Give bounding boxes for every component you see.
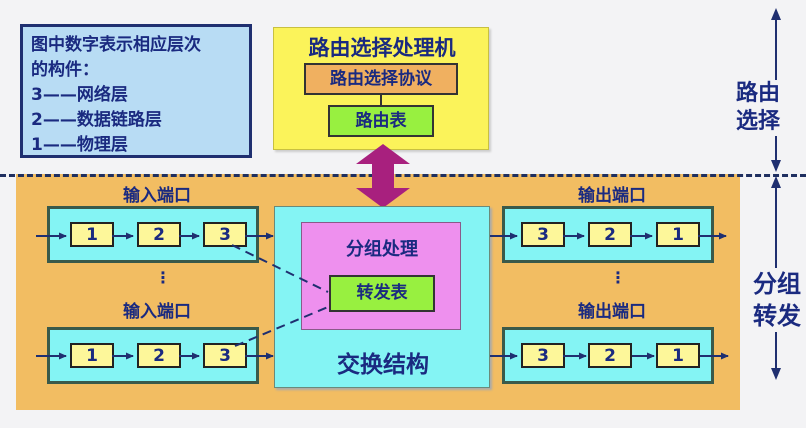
routing-protocol-box: 路由选择协议 (304, 63, 458, 95)
layer-cell: 2 (137, 222, 181, 247)
output-port-label: 输出端口 (578, 186, 646, 206)
layer-cell: 1 (656, 222, 700, 247)
arrow-head (771, 176, 781, 188)
forwarding-side-label: 分组 转发 (748, 268, 806, 332)
ellipsis: ⋮ (610, 268, 626, 287)
arrow-head (771, 8, 781, 20)
routing-processor: 路由选择处理机 路由选择协议 路由表 (273, 27, 489, 150)
side-label-line: 分组 (753, 270, 801, 298)
connector-line (380, 95, 382, 105)
lookup-dashed-line (231, 244, 329, 293)
output-port: 3 2 1 (502, 206, 714, 263)
input-port: 1 2 3 (47, 206, 259, 263)
output-port-label: 输出端口 (578, 302, 646, 322)
legend-line: 的构件： (31, 60, 99, 80)
layer-cell: 2 (588, 343, 632, 368)
switch-fabric: 分组处理 转发表 交换结构 (274, 206, 490, 388)
divider-dashed-line (0, 174, 806, 177)
side-label-line: 选择 (735, 109, 780, 134)
layer-cell: 1 (70, 343, 114, 368)
legend-line: 2——数据链路层 (31, 110, 162, 130)
layer-cell: 1 (656, 343, 700, 368)
legend-box: 图中数字表示相应层次 的构件： 3——网络层 2——数据链路层 1——物理层 (20, 24, 252, 158)
switch-fabric-title: 交换结构 (337, 352, 429, 378)
packet-processing-box: 分组处理 转发表 (301, 222, 461, 330)
input-port: 1 2 3 (47, 327, 259, 384)
arrow-head (771, 368, 781, 380)
routing-processor-title: 路由选择处理机 (308, 36, 456, 60)
forwarding-table-box: 转发表 (329, 275, 435, 312)
packet-processing-label: 分组处理 (346, 239, 418, 260)
legend-line: 图中数字表示相应层次 (31, 35, 201, 55)
side-label-line: 转发 (753, 302, 801, 330)
legend-line: 3——网络层 (31, 85, 128, 105)
layer-cell: 1 (70, 222, 114, 247)
input-port-label: 输入端口 (123, 302, 191, 322)
bidirectional-arrow-icon (356, 144, 410, 208)
legend-line: 1——物理层 (31, 135, 128, 155)
layer-cell: 2 (588, 222, 632, 247)
layer-cell: 3 (521, 222, 565, 247)
routing-table-box: 路由表 (328, 105, 434, 137)
routing-side-label: 路由 选择 (732, 80, 784, 136)
side-label-line: 路由 (735, 81, 780, 106)
input-port-label: 输入端口 (123, 186, 191, 206)
lookup-dashed-line (234, 306, 329, 347)
layer-cell: 3 (203, 222, 247, 247)
arrow-head (771, 160, 781, 172)
ellipsis: ⋮ (155, 268, 171, 287)
output-port: 3 2 1 (502, 327, 714, 384)
